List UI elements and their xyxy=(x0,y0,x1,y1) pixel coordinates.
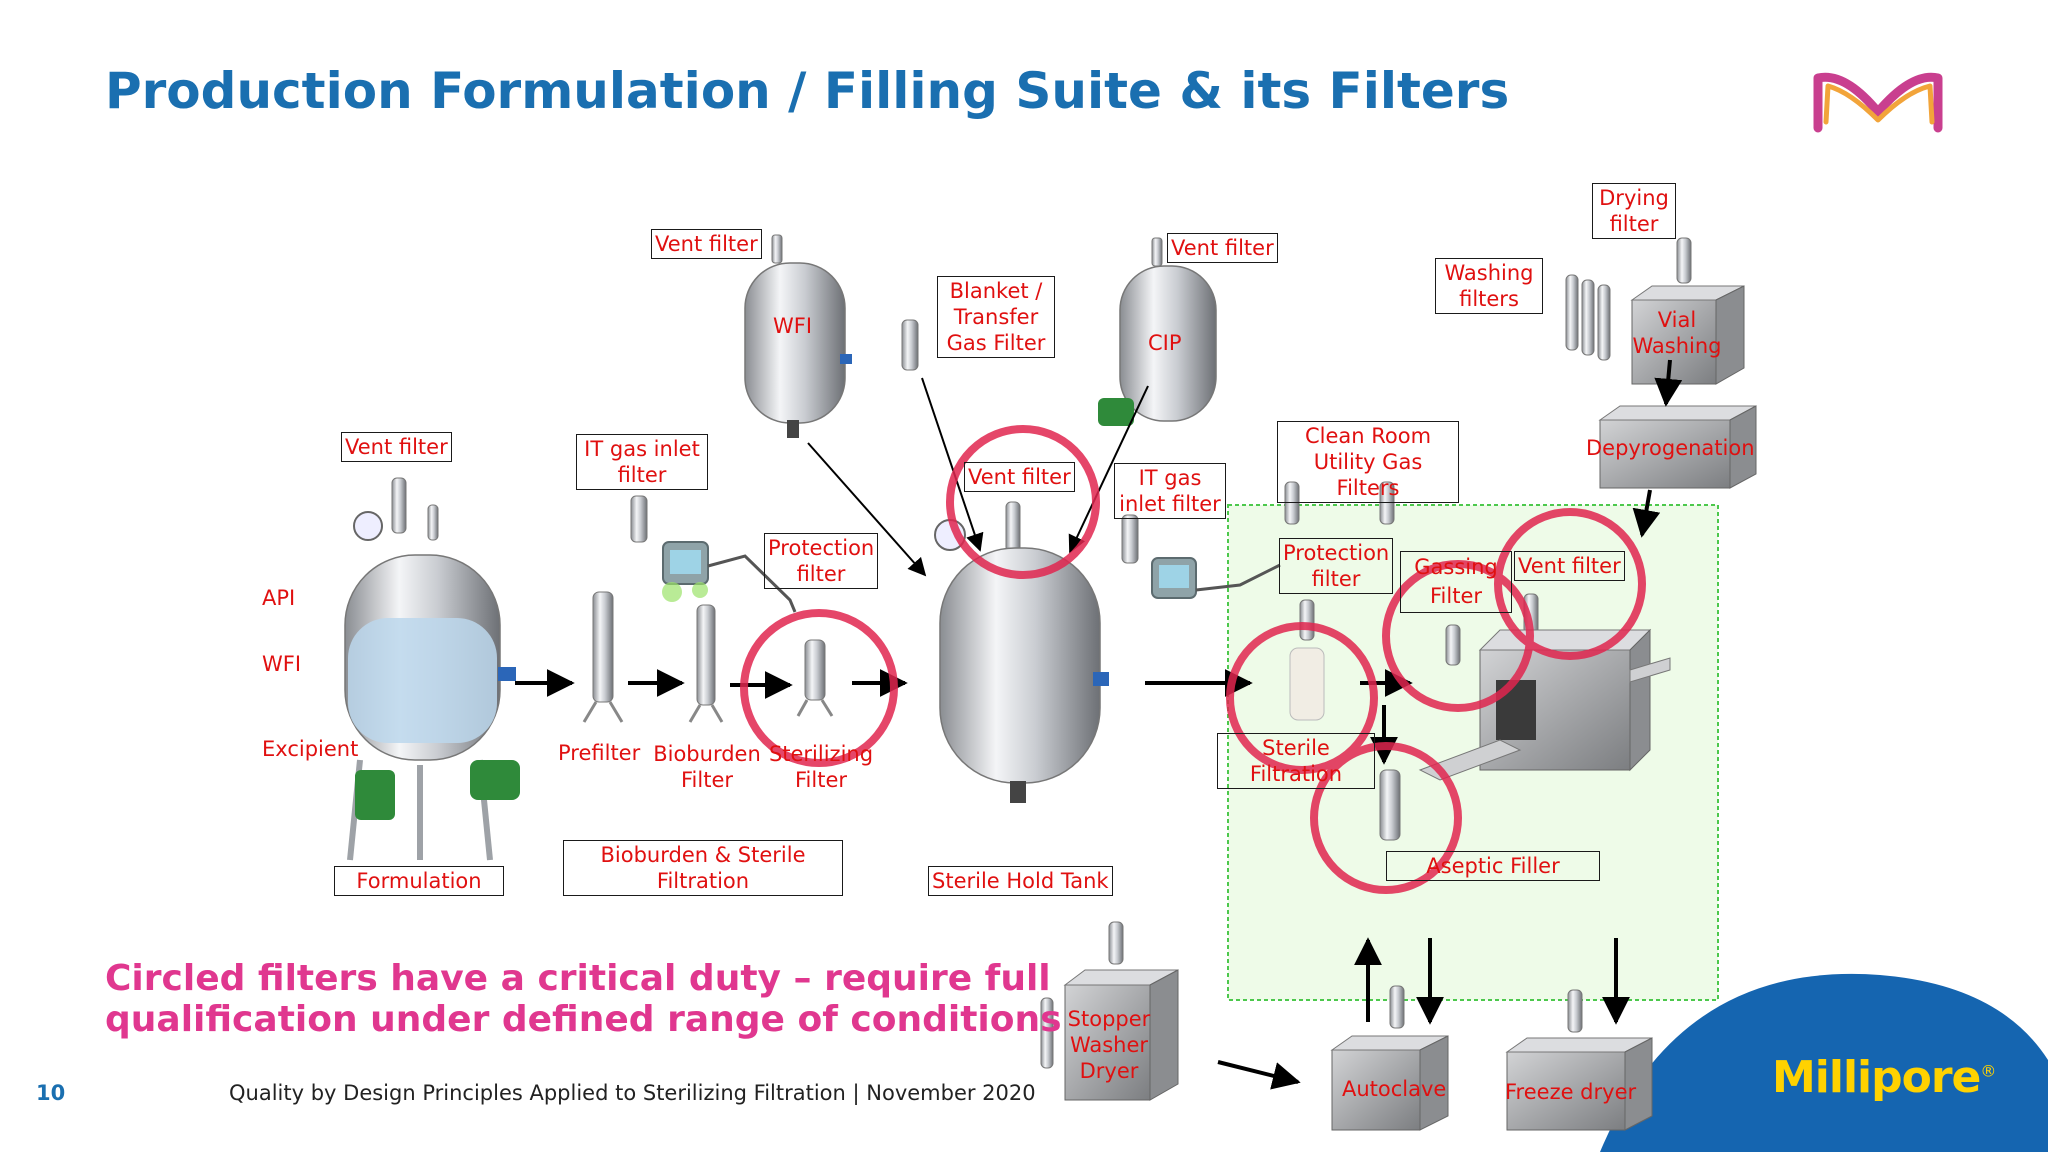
label-depyrogenation: Depyrogenation xyxy=(1586,436,1755,460)
label-wfi-input: WFI xyxy=(262,652,302,676)
critical-circle-sterile-filtration xyxy=(1226,622,1378,774)
stopper-washer-box xyxy=(1063,969,1179,1101)
critical-circle-aseptic-filler xyxy=(1310,742,1462,894)
label-vent-filter-filler: Vent filter xyxy=(1514,551,1625,581)
label-prefilter: Prefilter xyxy=(558,741,641,765)
label-cip: CIP xyxy=(1148,331,1182,355)
label-aseptic-filler: Aseptic Filler xyxy=(1386,851,1600,881)
label-autoclave: Autoclave xyxy=(1342,1077,1447,1101)
label-it-gas-inlet-filter-2: IT gas inlet filter xyxy=(1114,463,1226,519)
label-vent-filter-formulation: Vent filter xyxy=(341,432,452,462)
label-vent-filter-hold-tank: Vent filter xyxy=(964,462,1075,492)
brand-corner-shape xyxy=(1600,973,2048,1152)
aseptic-filler-valve xyxy=(1379,769,1401,841)
integrity-tester-2 xyxy=(1151,557,1281,599)
label-formulation: Formulation xyxy=(334,866,504,896)
label-vent-filter-wfi: Vent filter xyxy=(651,229,762,259)
sterilizing-filter-housing xyxy=(796,639,834,717)
cip-tank xyxy=(1098,237,1217,426)
label-bioburden-filter: Bioburden Filter xyxy=(653,742,761,792)
merck-logo xyxy=(1813,72,1943,133)
label-drying-filter: Drying filter xyxy=(1592,183,1676,239)
label-bioburden-sterile-filtration: Bioburden & Sterile Filtration xyxy=(563,840,843,896)
vial-washing-box xyxy=(1630,285,1745,385)
label-clean-room-utility-gas-filters: Clean Room Utility Gas Filters xyxy=(1277,421,1459,503)
formulation-tank xyxy=(344,477,520,861)
label-protection-filter-1: Protection filter xyxy=(764,533,878,589)
label-sterile-filtration: Sterile Filtration xyxy=(1217,733,1375,789)
clean-room-gas-filter-housings xyxy=(1284,481,1395,525)
integrity-tester-1 xyxy=(662,541,797,613)
wfi-tank xyxy=(744,234,852,438)
label-sterilizing-filter: Sterilizing Filter xyxy=(768,742,874,792)
label-gassing-filter: Gassing Filter xyxy=(1400,551,1512,613)
page-title: Production Formulation / Filling Suite &… xyxy=(105,62,1510,120)
critical-circle-filler-vent xyxy=(1494,508,1646,660)
sterile-hold-tank xyxy=(934,501,1109,803)
critical-circle-hold-tank-vent xyxy=(946,425,1100,579)
brand-registered-mark: ® xyxy=(1980,1061,1996,1081)
label-it-gas-inlet-filter-1: IT gas inlet filter xyxy=(576,434,708,490)
label-blanket-transfer-gas-filter: Blanket / Transfer Gas Filter xyxy=(937,276,1055,358)
critical-circle-gassing-filter xyxy=(1382,560,1534,712)
label-wfi-tank: WFI xyxy=(773,314,813,338)
label-vial-washing: Vial Washing xyxy=(1632,308,1722,358)
washing-filter-housings xyxy=(1565,274,1611,361)
drying-filter-housing xyxy=(1676,237,1692,284)
critical-duty-note: Circled filters have a critical duty – r… xyxy=(105,958,1062,1040)
stopper-washer-filters xyxy=(1040,921,1124,1069)
label-protection-filter-2: Protection filter xyxy=(1279,538,1393,594)
millipore-brand: Millipore® xyxy=(1772,1052,1996,1103)
depyrogenation-box xyxy=(1598,405,1757,489)
label-api: API xyxy=(262,586,296,610)
critical-circle-sterilizing-filter xyxy=(740,609,898,767)
prefilter-housing xyxy=(582,591,624,723)
gassing-filter-housing xyxy=(1445,624,1461,666)
label-sterile-hold-tank: Sterile Hold Tank xyxy=(928,866,1113,896)
label-freeze-dryer: Freeze dryer xyxy=(1505,1080,1637,1104)
it-gas-inlet-filter-2-housing xyxy=(1121,514,1139,564)
it-gas-inlet-filter-1-housing xyxy=(630,495,648,543)
autoclave-box xyxy=(1330,985,1449,1131)
label-washing-filters: Washing filters xyxy=(1435,258,1543,314)
critical-filter-circles xyxy=(740,425,1646,894)
footer-text: Quality by Design Principles Applied to … xyxy=(229,1081,1036,1105)
blanket-filter-housing xyxy=(901,319,919,371)
label-vent-filter-cip: Vent filter xyxy=(1167,233,1278,263)
page-number: 10 xyxy=(36,1081,66,1105)
label-excipient: Excipient xyxy=(262,737,359,761)
freeze-dryer-box xyxy=(1505,989,1653,1131)
label-stopper-washer-dryer: Stopper Washer Dryer xyxy=(1067,1007,1151,1083)
brand-name: Millipore xyxy=(1772,1052,1981,1103)
bioburden-filter-housing xyxy=(688,604,724,723)
thin-connector-arrows xyxy=(807,377,1149,577)
